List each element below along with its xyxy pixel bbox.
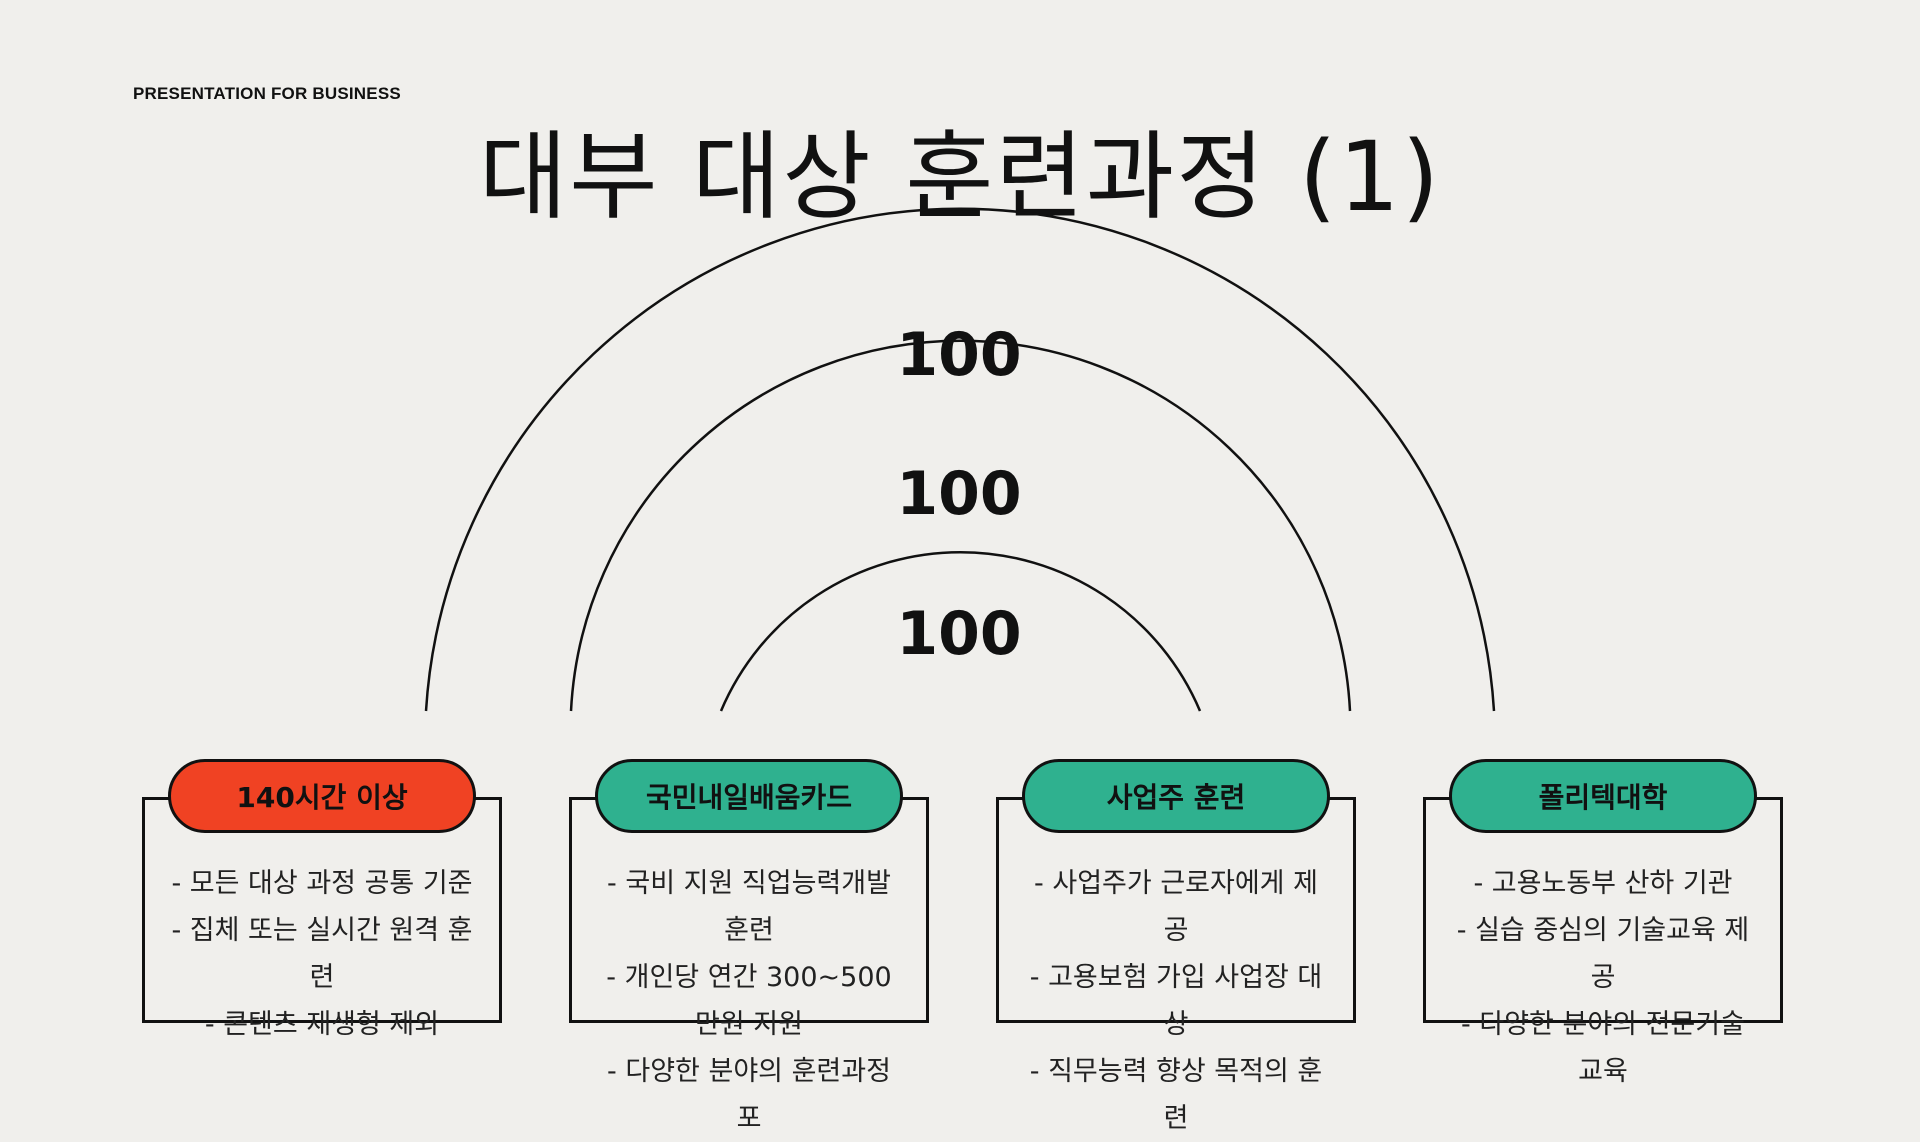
concentric-arcs: [424, 207, 1496, 712]
card-line: - 다양한 분야의 전문기술 교육: [1461, 1009, 1745, 1087]
card-label-pill: 사업주 훈련: [1022, 759, 1330, 833]
card-line: - 국비 지원 직업능력개발 훈련: [607, 868, 891, 946]
card-line: - 콘텐츠 재생형 제외: [204, 1009, 440, 1040]
card-line: - 다양한 분야의 훈련과정 포: [607, 1056, 891, 1134]
slide-title: 대부 대상 훈련과정 (1): [478, 121, 1442, 233]
card-body: - 사업주가 근로자에게 제공 - 고용보험 가입 사업장 대상 - 직무능력 …: [1023, 860, 1329, 1142]
card-line: - 사업주가 근로자에게 제공: [1034, 868, 1318, 946]
middle-arc-value: 100: [896, 459, 1022, 529]
card-line: - 실습 중심의 기술교육 제공: [1456, 915, 1750, 993]
card-line: - 집체 또는 실시간 원격 훈련: [171, 915, 473, 993]
card-body: - 고용노동부 산하 기관 - 실습 중심의 기술교육 제공 - 다양한 분야의…: [1450, 860, 1756, 1095]
card-line: - 모든 대상 과정 공통 기준: [171, 868, 473, 899]
card-label-pill: 140시간 이상: [168, 759, 476, 833]
card-body: - 모든 대상 과정 공통 기준 - 집체 또는 실시간 원격 훈련 - 콘텐츠…: [169, 860, 475, 1048]
card-line: - 고용노동부 산하 기관: [1473, 868, 1733, 899]
card-line: - 고용보험 가입 사업장 대상: [1029, 962, 1323, 1040]
card-line: - 직무능력 향상 목적의 훈련: [1029, 1056, 1323, 1134]
card-line: - 개인당 연간 300~500만원 지원: [606, 962, 892, 1040]
presentation-eyebrow: PRESENTATION FOR BUSINESS: [133, 84, 401, 103]
outer-arc: [424, 207, 1496, 712]
middle-arc: [569, 339, 1352, 712]
card-label-pill: 폴리텍대학: [1449, 759, 1757, 833]
card-label-pill: 국민내일배움카드: [595, 759, 903, 833]
card-140-hours: - 모든 대상 과정 공통 기준 - 집체 또는 실시간 원격 훈련 - 콘텐츠…: [142, 797, 502, 1040]
inner-arc: [719, 550, 1202, 712]
card-body: - 국비 지원 직업능력개발 훈련 - 개인당 연간 300~500만원 지원 …: [596, 860, 902, 1142]
inner-arc-value: 100: [896, 599, 1022, 669]
outer-arc-value: 100: [896, 320, 1022, 390]
